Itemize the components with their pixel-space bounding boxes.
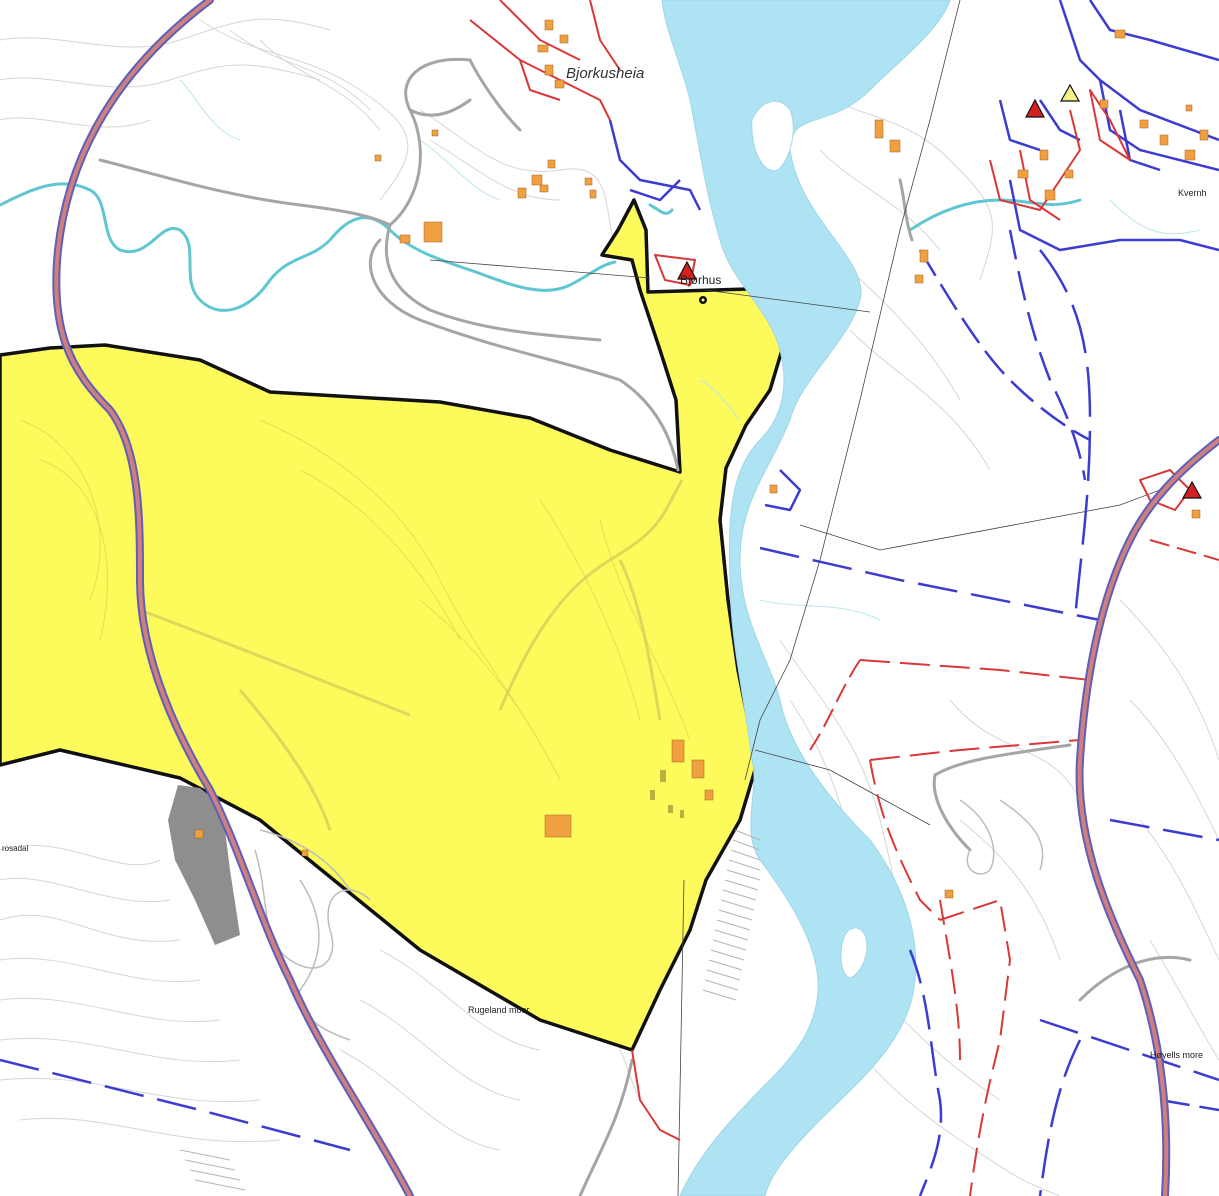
greenish-buildings	[650, 770, 684, 818]
main-highway-east	[1075, 436, 1219, 1196]
place-label-hayells-more: Høyells more	[1150, 1050, 1203, 1060]
hatched-slope	[179, 829, 761, 1191]
place-label-bjorhus: Bjørhus	[680, 273, 721, 287]
main-highway-west	[52, 0, 414, 1196]
place-label-kvernh: Kvernh	[1178, 188, 1207, 198]
place-label-rugeland-moer: Rugeland moer	[468, 1005, 530, 1015]
buildings	[194, 19, 1209, 899]
river	[661, 0, 951, 1196]
place-label-rosadal: rosadal	[2, 844, 28, 853]
blue-boundary-lines	[0, 229, 1219, 1196]
minor-streams	[179, 79, 1201, 621]
power-lines	[429, 0, 1161, 1196]
place-label-bjorkusheia: Bjorkusheia	[566, 65, 644, 82]
red-solid-lines	[469, 0, 1191, 1141]
small-tracks	[254, 799, 1044, 1041]
warning-triangle-icon[interactable]	[1059, 83, 1081, 102]
warning-triangle-icon[interactable]	[677, 260, 697, 280]
warning-triangle-icon[interactable]	[1025, 98, 1045, 118]
warning-triangle-icon[interactable]	[1181, 480, 1203, 499]
red-boundary-lines	[809, 539, 1219, 1196]
point-marker-icon[interactable]	[699, 296, 707, 304]
